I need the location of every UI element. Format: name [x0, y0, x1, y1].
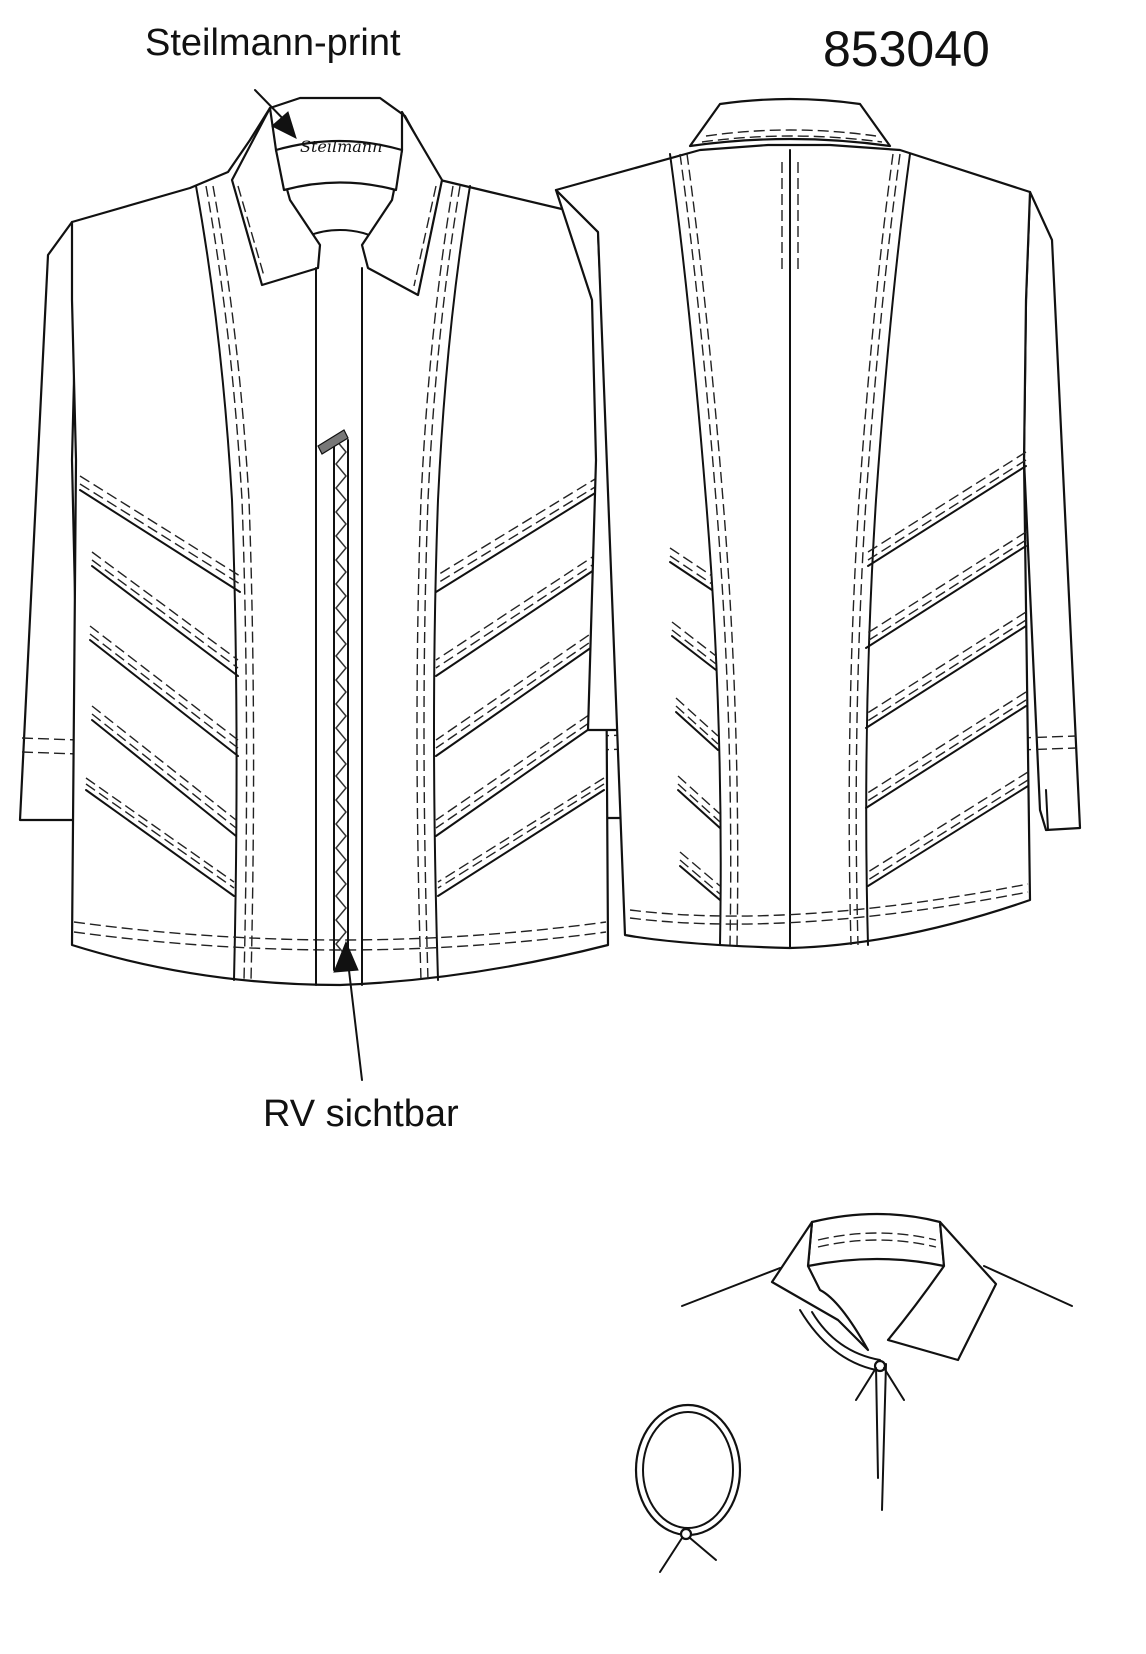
jacket-front-view: [18, 96, 658, 987]
detail-placket-right: [881, 1363, 887, 1511]
zipper-callout-arrow: [333, 940, 363, 1081]
back-right-diagonal-tucks: [865, 451, 1029, 887]
steilmann-logo: Steilmann: [300, 137, 382, 156]
front-left-sleeve: [18, 220, 82, 822]
detail-tie-knot: [873, 1359, 887, 1373]
front-collar-stand: [274, 139, 404, 192]
style-number: 853040: [823, 21, 990, 77]
detail-shoulder-right: [983, 1265, 1073, 1307]
front-panel-seam-right: [433, 185, 471, 981]
back-collar: [688, 97, 892, 148]
back-hem-stitch: [629, 883, 1029, 917]
tie-loop-ends: [659, 1537, 717, 1573]
print-callout-label: Steilmann-print: [145, 22, 401, 64]
zipper-pull-tab: [317, 429, 349, 455]
back-left-diagonal-tucks: [669, 547, 721, 901]
detail-collar-right: [886, 1220, 998, 1362]
back-panel-seam-right: [865, 153, 911, 946]
front-right-diagonal-tucks: [435, 475, 605, 897]
jacket-back-view: [554, 97, 1082, 950]
tie-loop-inner: [642, 1411, 734, 1529]
print-callout-arrow: [254, 89, 297, 139]
back-panel-seam-left: [669, 153, 722, 946]
zipper-callout-label: RV sichtbar: [263, 1093, 459, 1135]
visible-zipper-teeth: [335, 439, 347, 969]
front-panel-seam-left: [195, 185, 238, 981]
back-right-sleeve: [1022, 190, 1082, 832]
front-left-diagonal-tucks: [79, 475, 241, 897]
back-body: [554, 143, 1032, 950]
detail-tie-ends: [855, 1367, 905, 1401]
detail-collar-left: [770, 1220, 870, 1352]
tie-loop-detail: [634, 1403, 742, 1573]
detail-placket-left: [875, 1365, 879, 1479]
tie-loop-outer: [634, 1403, 742, 1537]
detail-shoulder-left: [681, 1267, 781, 1307]
tie-loop-knot: [679, 1527, 693, 1541]
collar-detail-view: [681, 1212, 1073, 1511]
